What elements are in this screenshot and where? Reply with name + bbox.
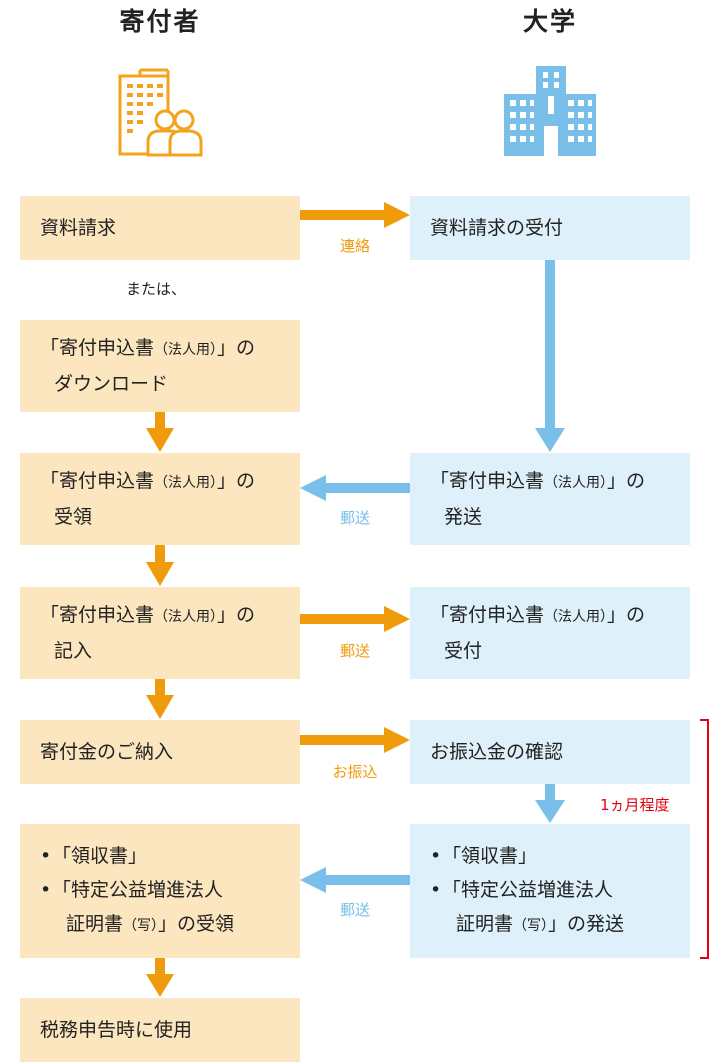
arrow-transfer [300, 727, 410, 753]
arrow-down-3 [146, 679, 174, 719]
duration-bracket [700, 719, 709, 959]
receive-line2: 受領 [54, 506, 93, 528]
bullet-dot: • [40, 845, 52, 867]
arrow-mail-receipt [300, 867, 410, 893]
receive-line1-suffix: 」の [217, 470, 256, 492]
send-item2-small: （写） [513, 918, 549, 934]
fill-line1-suffix: 」の [217, 604, 256, 626]
univ-accept-form-box: 「寄付申込書（法人用）」の 受付 [410, 587, 690, 679]
donor-request-label: 資料請求 [40, 217, 117, 239]
bullet-dot: • [40, 879, 52, 901]
send-item2-line2: 証明書 [456, 913, 514, 935]
bullet-dot: • [430, 845, 442, 867]
bullet-dot: • [430, 879, 442, 901]
accept-line2: 受付 [444, 640, 483, 662]
accept-line1-small: （法人用） [544, 609, 608, 625]
accept-line1-text: 「寄付申込書 [430, 604, 545, 626]
send-item2-line1: 「特定公益増進法人 [442, 879, 614, 901]
donor-payment-box: 寄付金のご納入 [20, 720, 300, 784]
receive-line1-small: （法人用） [154, 475, 218, 491]
send-line1-suffix: 」の [607, 470, 646, 492]
receipt-item1: 「領収書」 [52, 845, 148, 867]
accept-line1-suffix: 」の [607, 604, 646, 626]
download-line2: ダウンロード [54, 373, 169, 395]
donor-tax-use-box: 税務申告時に使用 [20, 998, 300, 1062]
receipt-item2-small: （写） [123, 918, 159, 934]
or-text: または、 [126, 280, 187, 298]
send-item1: 「領収書」 [442, 845, 538, 867]
receipt-item2-line2: 証明書 [66, 913, 124, 935]
download-line1-suffix: 」の [217, 337, 256, 359]
univ-request-accept-box: 資料請求の受付 [410, 196, 690, 260]
arrow-down-1 [146, 412, 174, 452]
download-line1-text: 「寄付申込書 [40, 337, 155, 359]
fill-line2: 記入 [54, 640, 93, 662]
univ-request-accept-label: 資料請求の受付 [430, 217, 564, 239]
arrow-down-4 [146, 958, 174, 997]
arrow-down-2 [146, 545, 174, 586]
donor-tax-use-label: 税務申告時に使用 [40, 1019, 193, 1041]
university-column-title: 大学 [522, 7, 577, 36]
receive-line1-text: 「寄付申込書 [40, 470, 155, 492]
label-duration: 1ヵ月程度 [600, 796, 670, 814]
send-line2: 発送 [444, 506, 483, 528]
donor-receipt-box: •「領収書」 •「特定公益増進法人 証明書（写）」の受領 [20, 824, 300, 958]
label-transfer: お振込 [332, 763, 378, 781]
donor-download-box: 「寄付申込書（法人用）」の ダウンロード [20, 320, 300, 412]
univ-send-form-box: 「寄付申込書（法人用）」の 発送 [410, 453, 690, 545]
label-mail-receipt: 郵送 [339, 901, 370, 919]
arrow-univ-down-short [535, 784, 565, 823]
label-mail-to-univ: 郵送 [339, 642, 370, 660]
donor-column-title: 寄付者 [119, 7, 201, 36]
send-line1-text: 「寄付申込書 [430, 470, 545, 492]
donor-fill-form-box: 「寄付申込書（法人用）」の 記入 [20, 587, 300, 679]
label-mail-form: 郵送 [339, 509, 370, 527]
university-building-icon [504, 66, 596, 156]
download-line1-small: （法人用） [154, 342, 218, 358]
label-contact: 連絡 [339, 237, 370, 255]
receipt-item2-suffix: 」の受領 [158, 913, 235, 935]
send-line1-small: （法人用） [544, 475, 608, 491]
univ-confirm-label: お振込金の確認 [430, 741, 564, 763]
arrow-mail-to-univ [300, 606, 410, 632]
univ-confirm-box: お振込金の確認 [410, 720, 690, 784]
receipt-item2-line1: 「特定公益増進法人 [52, 879, 224, 901]
arrow-contact [300, 202, 410, 228]
donor-payment-label: 寄付金のご納入 [40, 741, 174, 763]
univ-send-receipt-box: •「領収書」 •「特定公益増進法人 証明書（写）」の発送 [410, 824, 690, 958]
send-item2-suffix: 」の発送 [548, 913, 625, 935]
office-building-with-people-icon [118, 68, 203, 157]
donor-receive-form-box: 「寄付申込書（法人用）」の 受領 [20, 453, 300, 545]
arrow-univ-down-long [535, 260, 565, 452]
fill-line1-small: （法人用） [154, 609, 218, 625]
fill-line1-text: 「寄付申込書 [40, 604, 155, 626]
donor-request-box: 資料請求 [20, 196, 300, 260]
arrow-mail-form [300, 475, 410, 501]
